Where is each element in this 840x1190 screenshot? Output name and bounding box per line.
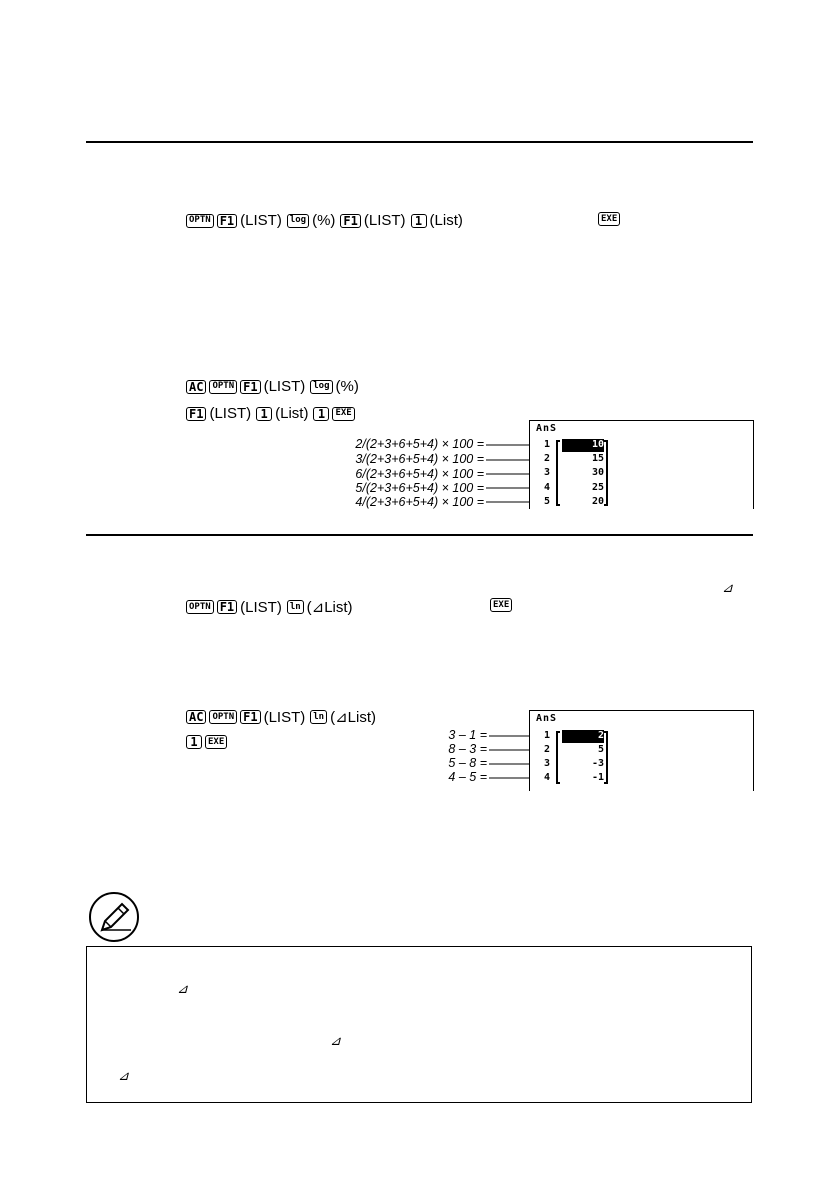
key-label: (%) bbox=[335, 378, 359, 395]
row-value: 5 bbox=[597, 744, 604, 755]
section-divider-middle bbox=[86, 534, 753, 536]
f1-key-icon: F1 bbox=[216, 213, 238, 228]
row-index: 5 bbox=[544, 495, 551, 507]
row-value: 2 bbox=[597, 730, 604, 741]
annotation-text: 2/(2+3+6+5+4) × 100 = bbox=[355, 437, 484, 451]
ac-key-icon: AC bbox=[186, 379, 207, 394]
f1-key-icon: F1 bbox=[340, 213, 361, 228]
row-index: 2 bbox=[544, 744, 551, 755]
annotation-text: 4 – 5 = bbox=[448, 770, 487, 784]
annotation-text: 5/(2+3+6+5+4) × 100 = bbox=[355, 481, 484, 495]
annotation-text: 4/(2+3+6+5+4) × 100 = bbox=[355, 495, 484, 509]
list-bracket-icon bbox=[556, 730, 608, 784]
list-row: 4 -1 bbox=[544, 771, 604, 785]
optn-key-icon: OPTN bbox=[186, 213, 214, 228]
row-index: 1 bbox=[544, 730, 551, 741]
key-label: (⊿List) bbox=[330, 709, 377, 726]
row-index: 4 bbox=[544, 772, 551, 783]
ln-key-icon: ln bbox=[286, 600, 304, 614]
delta-symbol: ⊿ bbox=[722, 580, 733, 595]
digit-1-key-icon: 1 bbox=[410, 213, 427, 228]
row-index: 2 bbox=[544, 453, 551, 465]
list-row: 3 30 bbox=[544, 466, 604, 480]
row-value: 20 bbox=[591, 495, 604, 507]
f1-key-icon: F1 bbox=[240, 379, 261, 394]
digit-1-key-icon: 1 bbox=[256, 406, 273, 421]
key-label: (%) bbox=[312, 212, 336, 229]
row-value: -3 bbox=[591, 758, 604, 769]
key-label: (LIST) bbox=[240, 598, 282, 616]
list-row: 4 25 bbox=[544, 481, 604, 495]
annotation-text: 3/(2+3+6+5+4) × 100 = bbox=[355, 452, 484, 466]
calculator-screen-2: AnS 1 2 2 5 3 -3 4 -1 bbox=[529, 710, 754, 791]
list-row: 3 -3 bbox=[544, 757, 604, 771]
ln-key-icon: ln bbox=[310, 710, 328, 724]
calculator-screen-1: AnS 1 10 2 15 3 30 4 25 5 20 bbox=[529, 420, 754, 509]
list-row: 2 5 bbox=[544, 743, 604, 757]
row-value: 10 bbox=[591, 439, 604, 450]
list-row: 1 10 bbox=[544, 438, 604, 452]
list-row: 1 2 bbox=[544, 729, 604, 743]
key-label: (LIST) bbox=[263, 378, 306, 395]
f1-key-icon: F1 bbox=[216, 600, 238, 614]
screen-title: AnS bbox=[536, 713, 558, 724]
key-label: (⊿List) bbox=[306, 599, 353, 616]
keystroke-line-2: AC OPTN F1 (LIST) log (%) bbox=[186, 378, 361, 395]
list-bracket-icon bbox=[556, 439, 608, 506]
digit-1-key-icon: 1 bbox=[313, 406, 330, 421]
key-label: (LIST) bbox=[240, 212, 282, 229]
annotation-text: 8 – 3 = bbox=[448, 742, 487, 756]
annotation-text: 3 – 1 = bbox=[448, 728, 487, 742]
list-row: 5 20 bbox=[544, 495, 604, 509]
keystroke-line-4: OPTN F1 (LIST) ln (⊿List) bbox=[186, 598, 355, 616]
log-key-icon: log bbox=[310, 379, 333, 394]
row-value: -1 bbox=[591, 772, 604, 783]
f1-key-icon: F1 bbox=[240, 710, 261, 724]
annotation-text: 6/(2+3+6+5+4) × 100 = bbox=[355, 467, 484, 481]
exe-key-icon: EXE bbox=[332, 406, 355, 421]
log-key-icon: log bbox=[286, 213, 310, 228]
ac-key-icon: AC bbox=[186, 710, 207, 724]
exe-key-icon: EXE bbox=[205, 735, 228, 749]
exe-key-icon: EXE bbox=[598, 212, 621, 226]
keystroke-line-1: OPTN F1 (LIST) log (%) F1 (LIST) 1 (List… bbox=[186, 212, 465, 229]
key-label: (List) bbox=[429, 212, 463, 229]
key-label: (LIST) bbox=[263, 708, 306, 726]
row-index: 4 bbox=[544, 481, 551, 493]
list-row: 2 15 bbox=[544, 452, 604, 466]
row-index: 3 bbox=[544, 467, 551, 479]
row-value: 25 bbox=[591, 481, 604, 493]
delta-symbol: ⊿ bbox=[330, 1033, 341, 1048]
exe-key-wrap: EXE bbox=[490, 598, 513, 612]
row-index: 3 bbox=[544, 758, 551, 769]
annotation-text: 5 – 8 = bbox=[448, 756, 487, 770]
screen-title: AnS bbox=[536, 423, 558, 434]
key-label: (LIST) bbox=[363, 212, 406, 229]
delta-symbol: ⊿ bbox=[177, 981, 188, 996]
section-divider-top bbox=[86, 141, 753, 143]
key-label: (List) bbox=[275, 405, 309, 422]
optn-key-icon: OPTN bbox=[186, 600, 214, 614]
row-index: 1 bbox=[544, 439, 551, 450]
exe-key-icon: EXE bbox=[490, 598, 513, 612]
f1-key-icon: F1 bbox=[186, 406, 207, 421]
row-value: 30 bbox=[591, 467, 604, 479]
optn-key-icon: OPTN bbox=[209, 379, 238, 394]
digit-1-key-icon: 1 bbox=[186, 735, 202, 749]
pencil-note-icon bbox=[89, 892, 139, 942]
key-label: (LIST) bbox=[209, 405, 252, 422]
note-box: ⊿ ⊿ ⊿ bbox=[86, 946, 752, 1103]
keystroke-line-3: F1 (LIST) 1 (List) 1 EXE bbox=[186, 405, 355, 422]
delta-symbol: ⊿ bbox=[118, 1068, 129, 1083]
row-value: 15 bbox=[591, 453, 604, 465]
optn-key-icon: OPTN bbox=[209, 710, 238, 724]
keystroke-line-6: 1 EXE bbox=[186, 735, 228, 749]
keystroke-line-5: AC OPTN F1 (LIST) ln (⊿List) bbox=[186, 708, 378, 726]
exe-key-wrap: EXE bbox=[598, 212, 621, 226]
